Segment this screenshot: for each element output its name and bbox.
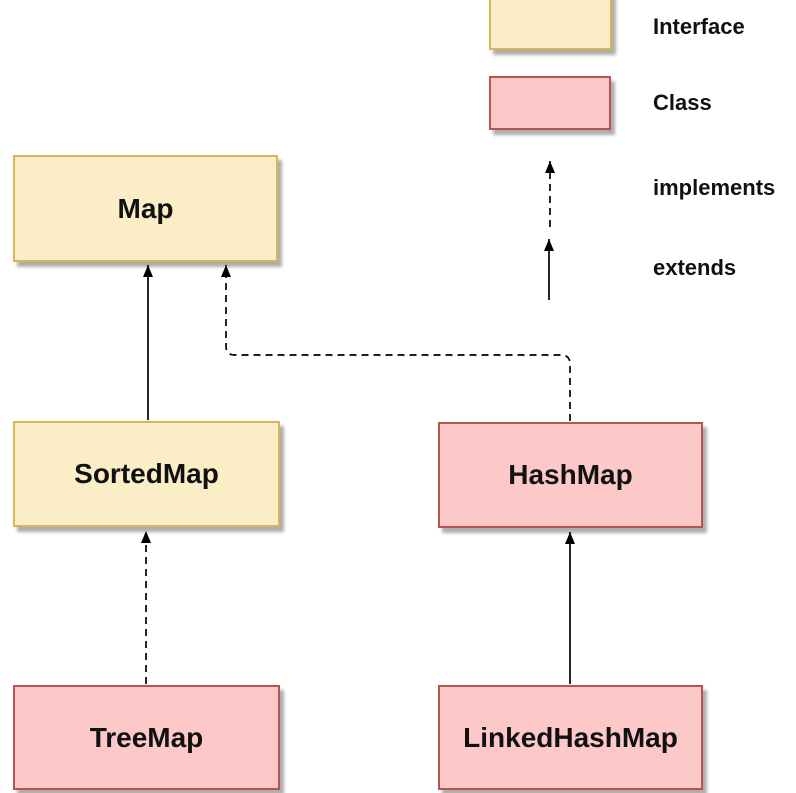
- node-hashmap-label: HashMap: [508, 459, 633, 490]
- node-linkedhashmap: LinkedHashMap: [438, 685, 703, 790]
- node-sortedmap-label: SortedMap: [74, 458, 219, 489]
- node-hashmap: HashMap: [438, 422, 703, 528]
- node-sortedmap: SortedMap: [13, 421, 280, 527]
- legend-interface-swatch: [489, 0, 612, 50]
- node-linkedhashmap-label: LinkedHashMap: [463, 721, 678, 753]
- node-map-label: Map: [117, 192, 174, 224]
- legend-label-interface: Interface: [653, 14, 745, 39]
- node-treemap-label: TreeMap: [89, 721, 204, 753]
- legend-label-implements: implements: [653, 175, 776, 200]
- legend-class-swatch: [489, 76, 611, 130]
- legend-label-class: Class: [653, 90, 712, 115]
- legend-label-extends: extends: [653, 255, 737, 280]
- node-treemap: TreeMap: [13, 685, 280, 790]
- edge-hashmap-implements-map: [221, 265, 571, 421]
- node-map: Map: [13, 155, 278, 262]
